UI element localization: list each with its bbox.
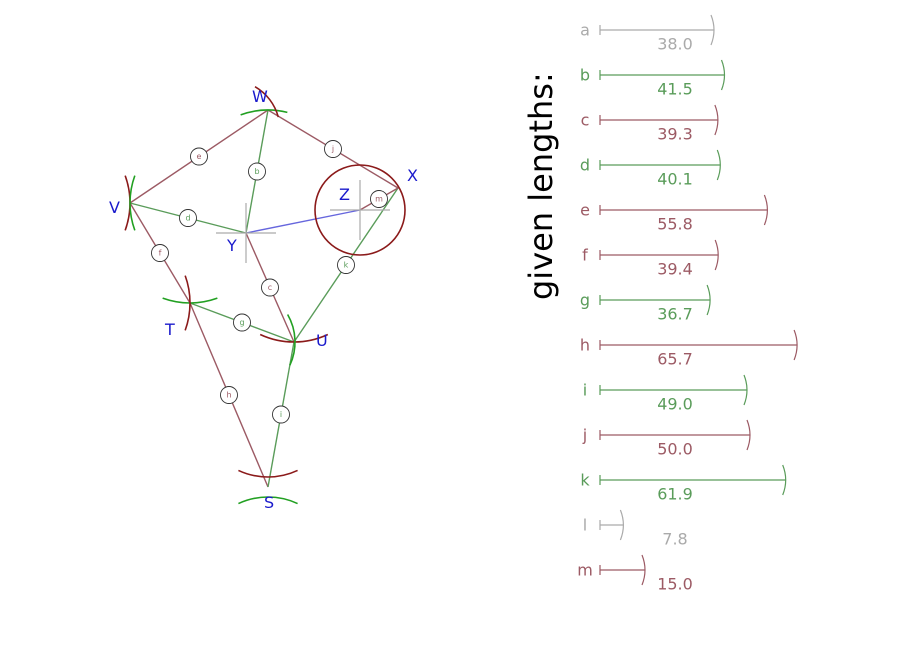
- arc-s-green: [238, 496, 298, 505]
- length-letter: k: [580, 471, 590, 490]
- edge-label-k: k: [337, 256, 355, 274]
- length-letter: m: [577, 561, 593, 580]
- length-value: 40.1: [657, 170, 693, 189]
- edge-label-b: b: [248, 162, 266, 181]
- length-value: 36.7: [657, 305, 693, 324]
- length-letter: i: [583, 381, 587, 400]
- length-value: 55.8: [657, 215, 693, 234]
- arc-t-red: [184, 275, 191, 331]
- vertex-label-v: V: [109, 198, 120, 217]
- length-value: 15.0: [657, 575, 693, 594]
- edge-label-e: e: [190, 147, 208, 166]
- edge-label-m: m: [370, 190, 388, 208]
- svg-text:h: h: [226, 391, 231, 400]
- edge-label-c: c: [261, 278, 279, 297]
- length-bar-end: [710, 14, 715, 46]
- length-row-k: k 61.9: [580, 464, 787, 504]
- svg-text:b: b: [254, 167, 259, 176]
- svg-text:m: m: [375, 195, 383, 204]
- svg-text:i: i: [280, 410, 282, 419]
- length-value: 50.0: [657, 440, 693, 459]
- arc-s-red: [238, 469, 298, 478]
- vertex-label-u: U: [316, 331, 328, 350]
- length-row-c: c 39.3: [581, 104, 719, 144]
- svg-text:k: k: [344, 261, 349, 270]
- length-bar-end: [793, 329, 798, 361]
- length-letter: d: [580, 156, 590, 175]
- length-bar-end: [706, 284, 711, 316]
- arc-u-green: [286, 314, 296, 366]
- length-row-d: d 40.1: [580, 149, 721, 189]
- edge-label-j: j: [324, 140, 342, 158]
- length-letter: g: [580, 291, 590, 310]
- length-bar-end: [714, 104, 719, 136]
- length-row-i: i 49.0: [583, 374, 748, 414]
- length-letter: j: [582, 426, 587, 445]
- edge-label-f: f: [151, 244, 169, 262]
- vertex-label-t: T: [164, 320, 175, 339]
- length-row-f: f 39.4: [582, 239, 719, 279]
- edge-label-d: d: [179, 209, 197, 227]
- diagram-area: b j e d f c k g h i m W X V Y Z T U S: [109, 86, 418, 512]
- length-row-e: e 55.8: [580, 194, 768, 234]
- edge-label-i: i: [272, 405, 290, 424]
- length-value: 39.3: [657, 125, 693, 144]
- length-bar-end: [714, 239, 719, 271]
- length-bar-end: [782, 464, 787, 496]
- length-value: 38.0: [657, 35, 693, 54]
- length-row-l: l 7.8: [583, 509, 688, 549]
- svg-text:g: g: [239, 318, 244, 327]
- edge-label-g: g: [233, 313, 251, 332]
- length-letter: f: [582, 246, 588, 265]
- length-letter: a: [580, 21, 590, 40]
- length-letter: c: [581, 111, 590, 130]
- length-bar-end: [641, 554, 646, 586]
- vertex-label-w: W: [252, 87, 268, 106]
- vertex-label-y: Y: [226, 236, 237, 255]
- svg-text:j: j: [331, 145, 334, 154]
- arc-w-red: [254, 86, 280, 118]
- given-lengths-panel: given lengths: a 38.0 b 41.5 c 39.3 d 40.1 e 55.8…: [522, 14, 798, 594]
- edge-yz: [245, 209, 361, 234]
- length-value: 7.8: [662, 530, 687, 549]
- length-bar-end: [743, 374, 748, 406]
- length-letter: l: [583, 516, 587, 535]
- edge-label-h: h: [220, 386, 238, 404]
- length-bar-end: [716, 149, 721, 181]
- length-row-m: m 15.0: [577, 554, 693, 594]
- length-bar-end: [720, 59, 726, 91]
- circle-z: [314, 164, 406, 256]
- length-row-a: a 38.0: [580, 14, 715, 54]
- vertex-label-z: Z: [339, 185, 350, 204]
- length-bar-end: [619, 509, 624, 541]
- arc-v-green: [129, 175, 136, 231]
- length-row-h: h 65.7: [580, 329, 798, 369]
- svg-text:d: d: [185, 214, 190, 223]
- length-letter: h: [580, 336, 590, 355]
- arc-u-red: [259, 333, 329, 343]
- svg-text:f: f: [159, 249, 162, 258]
- length-value: 41.5: [657, 80, 693, 99]
- length-value: 65.7: [657, 350, 693, 369]
- length-value: 39.4: [657, 260, 693, 279]
- length-letter: b: [580, 66, 590, 85]
- vertex-label-x: X: [407, 166, 418, 185]
- length-row-g: g 36.7: [580, 284, 711, 324]
- length-value: 61.9: [657, 485, 693, 504]
- svg-text:e: e: [197, 152, 202, 161]
- length-letter: e: [580, 201, 590, 220]
- length-bar-end: [763, 194, 768, 226]
- vertex-label-s: S: [264, 493, 274, 512]
- length-row-b: b 41.5: [580, 59, 726, 99]
- arc-w-green: [240, 109, 288, 116]
- length-value: 49.0: [657, 395, 693, 414]
- length-bar-end: [746, 419, 751, 451]
- length-row-j: j 50.0: [582, 419, 751, 459]
- svg-text:c: c: [268, 283, 272, 292]
- given-lengths-title: given lengths:: [522, 72, 560, 300]
